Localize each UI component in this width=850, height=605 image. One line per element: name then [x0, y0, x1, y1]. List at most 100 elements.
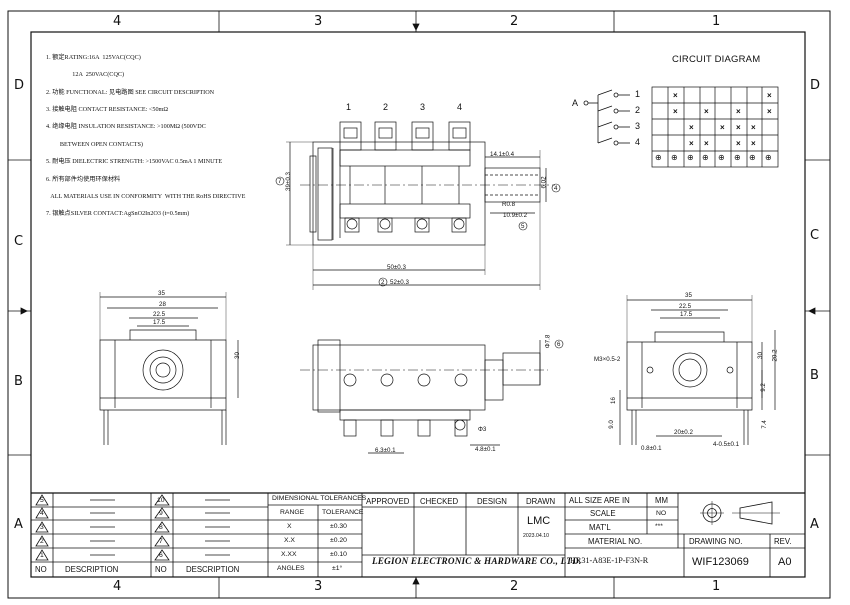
zone-left-c: C: [14, 234, 24, 249]
rev-no-7: 7: [159, 538, 163, 545]
rev-value: A0: [778, 556, 792, 568]
dim-side-diameter: Φ7.8: [544, 334, 552, 349]
dim-right-0-8: 0.8±0.1: [641, 445, 662, 452]
dim-body-height: 39±0.3: [284, 172, 292, 191]
title-block: [31, 492, 805, 577]
note-line: 7. 银触点SILVER CONTACT:AgSnO2In2O3 (t=0.5m…: [46, 210, 190, 218]
circuit-common-label: A: [572, 98, 579, 108]
top-view: [275, 121, 561, 290]
drawing-no-label: DRAWING NO.: [689, 537, 743, 546]
material-label: MAT'L: [589, 523, 611, 532]
note-line: 3. 接触电阻 CONTACT RESISTANCE: <50mΩ: [46, 105, 168, 113]
note-line: ALL MATERIALS USE IN CONFORMITY WITH THE…: [46, 192, 246, 200]
note-line: 12A 250VAC(CQC): [46, 71, 125, 79]
dim-shaft-length: 14.1±0.4: [490, 151, 515, 158]
dim-radius: R0.8: [502, 201, 516, 208]
dim-front-17-5: 17.5: [153, 319, 166, 326]
dim-front-22-5: 22.5: [153, 311, 166, 318]
zone-left-d: D: [14, 78, 25, 93]
tolerances-title: DIMENSIONAL TOLERANCES: [272, 495, 367, 502]
dim-side-terminal: 4.8±0.1: [475, 446, 496, 453]
rev-no-3: 3: [40, 524, 44, 531]
zone-bottom-1: 1: [712, 579, 721, 594]
zone-left-b: B: [14, 374, 23, 389]
note-line: 2. 功能 FUNCTIONAL: 见电路图 SEE CIRCUIT DESCR…: [46, 88, 215, 96]
zone-right-a: A: [810, 517, 819, 532]
side-view: [300, 339, 564, 454]
circuit-grid: [651, 86, 779, 168]
checked-label: CHECKED: [420, 497, 459, 506]
note-line: BETWEEN OPEN CONTACTS): [46, 140, 143, 148]
inner-frame: [30, 31, 806, 578]
zone-top-4: 4: [113, 14, 122, 29]
circuit-pos-4: 4: [635, 137, 641, 147]
tol-value-xx: ±0.20: [330, 537, 347, 544]
drawn-label: DRAWN: [526, 497, 556, 506]
dim-right-20-2: 20.2: [771, 349, 779, 362]
tol-value-angles: ±1°: [332, 565, 343, 572]
circuit-pos-1: 1: [635, 89, 641, 99]
rev-no-header: NO: [35, 565, 47, 574]
zone-top-1: 1: [712, 14, 721, 29]
rev-label: REV.: [774, 537, 792, 546]
drawn-by: LMC: [527, 515, 551, 527]
dim-side-hole: Φ3: [478, 426, 487, 433]
dim-side-pitch: 6.3±0.1: [375, 447, 396, 454]
dim-total-length: 52±0.3: [390, 279, 409, 286]
dim-right-9-0: 9.0: [607, 420, 615, 429]
circuit-title: CIRCUIT DIAGRAM: [672, 54, 761, 65]
rev-no-10: 10: [157, 497, 165, 504]
approved-label: APPROVED: [366, 497, 410, 506]
design-label: DESIGN: [477, 497, 507, 506]
dim-right-17-5: 17.5: [680, 311, 693, 318]
dim-front-35: 35: [158, 290, 165, 297]
dim-right-9-2: 9.2: [759, 383, 767, 392]
tolerances-tolerance-header: TOLERANCE: [322, 509, 364, 516]
rev-no-8: 8: [159, 524, 163, 531]
terminal-label-3: 3: [420, 102, 426, 112]
zone-left-a: A: [14, 517, 23, 532]
all-size-label: ALL SIZE ARE IN: [569, 496, 630, 505]
zone-top-3: 3: [314, 14, 323, 29]
callout-7: 7: [278, 178, 282, 185]
dim-right-thread: M3×0.5-2: [594, 356, 621, 363]
company-name: LEGION ELECTRONIC & HARDWARE CO., LTD.: [372, 556, 582, 566]
rev-no-1: 1: [40, 552, 44, 559]
dim-body-length: 50±0.3: [387, 264, 406, 271]
tol-range-angles: ANGLES: [277, 565, 305, 572]
dim-front-30: 30: [233, 352, 241, 359]
material-no-label: MATERIAL NO.: [588, 537, 643, 546]
scale-label: SCALE: [590, 509, 616, 518]
note-line: 5. 耐电压 DIELECTRIC STRENGTH: >1500VAC 0.5…: [46, 158, 223, 166]
tol-range-x: X: [287, 523, 292, 530]
circuit-pos-3: 3: [635, 121, 641, 131]
dim-front-28: 28: [159, 301, 166, 308]
material-no-value: HR31-A83E-1P-F3N-R: [570, 556, 649, 565]
dim-right-7-4: 7.4: [760, 420, 768, 429]
tol-range-xx: X.X: [284, 537, 295, 544]
note-line: 4. 绝缘电阻 INSULATION RESISTANCE: >100MΩ (5…: [46, 123, 206, 131]
zone-bottom-4: 4: [113, 579, 122, 594]
tol-value-x: ±0.30: [330, 523, 347, 530]
terminal-label-4: 4: [457, 102, 463, 112]
zone-right-b: B: [810, 368, 819, 383]
callout-5: 5: [521, 223, 525, 230]
zone-right-d: D: [810, 78, 821, 93]
rev-no-2: 2: [40, 538, 44, 545]
zone-top-2: 2: [510, 14, 519, 29]
rev-no-9: 9: [159, 510, 163, 517]
rev-no-4: 4: [40, 510, 44, 517]
circuit-pos-2: 2: [635, 105, 641, 115]
front-view: [99, 292, 239, 445]
dim-flat: 10.9±0.2: [503, 212, 528, 219]
callout-4: 4: [554, 185, 558, 192]
outer-frame: [7, 10, 831, 599]
terminal-label-1: 1: [346, 102, 352, 112]
rev-no-5: 5: [40, 497, 44, 504]
tol-range-xxx: X.XX: [281, 551, 297, 558]
note-line: 1. 额定RATING:16A 125VAC(CQC): [46, 53, 141, 61]
rev-description-header-2: DESCRIPTION: [186, 565, 240, 574]
dim-right-30: 30: [756, 352, 764, 359]
